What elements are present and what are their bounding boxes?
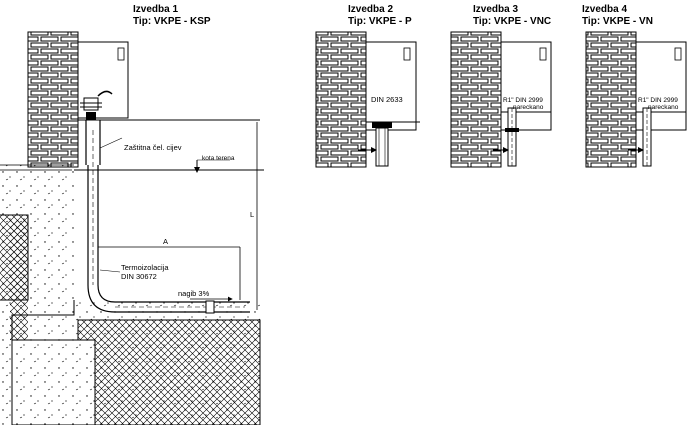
cabinet-lock-icon: [117, 47, 125, 61]
dimension-l-label: L: [250, 210, 254, 219]
cabinet-lock-icon: [539, 47, 547, 61]
flange-icon: [86, 112, 96, 120]
variant-2-title: Izvedba 2: [348, 4, 393, 15]
dimension-a-label: A: [163, 237, 168, 246]
brick-wall-3: [450, 31, 502, 168]
insulation-label: Termoizolacija: [121, 263, 169, 272]
variant-1-type: Tip: VKPE - KSP: [133, 16, 211, 27]
variant-4-drawing: [585, 31, 687, 168]
variant-4-title: Izvedba 4: [582, 4, 627, 15]
variant-4-type: Tip: VKPE - VN: [582, 16, 653, 27]
brick-wall-2: [315, 31, 367, 168]
pipe-label: Zaštitna čel. cijev: [124, 143, 182, 152]
variant-1-title: Izvedba 1: [133, 4, 178, 15]
variant-3-title: Izvedba 3: [473, 4, 518, 15]
riser-pipe-2: [375, 127, 389, 167]
variant-3-drawing: [450, 31, 552, 168]
variant-3-thread-label: R1" DIN 2999: [503, 97, 543, 104]
variant-4-thread-label: R1" DIN 2999: [638, 97, 678, 104]
brick-wall-4: [585, 31, 637, 168]
din-2633-label: DIN 2633: [371, 95, 403, 104]
pipe-joint-icon: [205, 300, 215, 314]
slope-label: nagib 3%: [178, 289, 210, 298]
ground-level-label: kota terena: [202, 155, 235, 162]
insulation-std-label: DIN 30672: [121, 272, 157, 281]
variant-4-thread-note: nareckano: [648, 104, 679, 111]
variant-2-type: Tip: VKPE - P: [348, 16, 412, 27]
variant-1-drawing: [0, 31, 264, 425]
variant-3-thread-note: nareckano: [513, 104, 544, 111]
variant-3-type: Tip: VKPE - VNC: [473, 16, 551, 27]
valve-icon: [83, 97, 99, 111]
brick-wall-1: [27, 31, 79, 168]
variant-2-drawing: [315, 31, 420, 168]
cabinet-lock-icon: [403, 47, 411, 61]
cabinet-lock-icon: [674, 47, 682, 61]
